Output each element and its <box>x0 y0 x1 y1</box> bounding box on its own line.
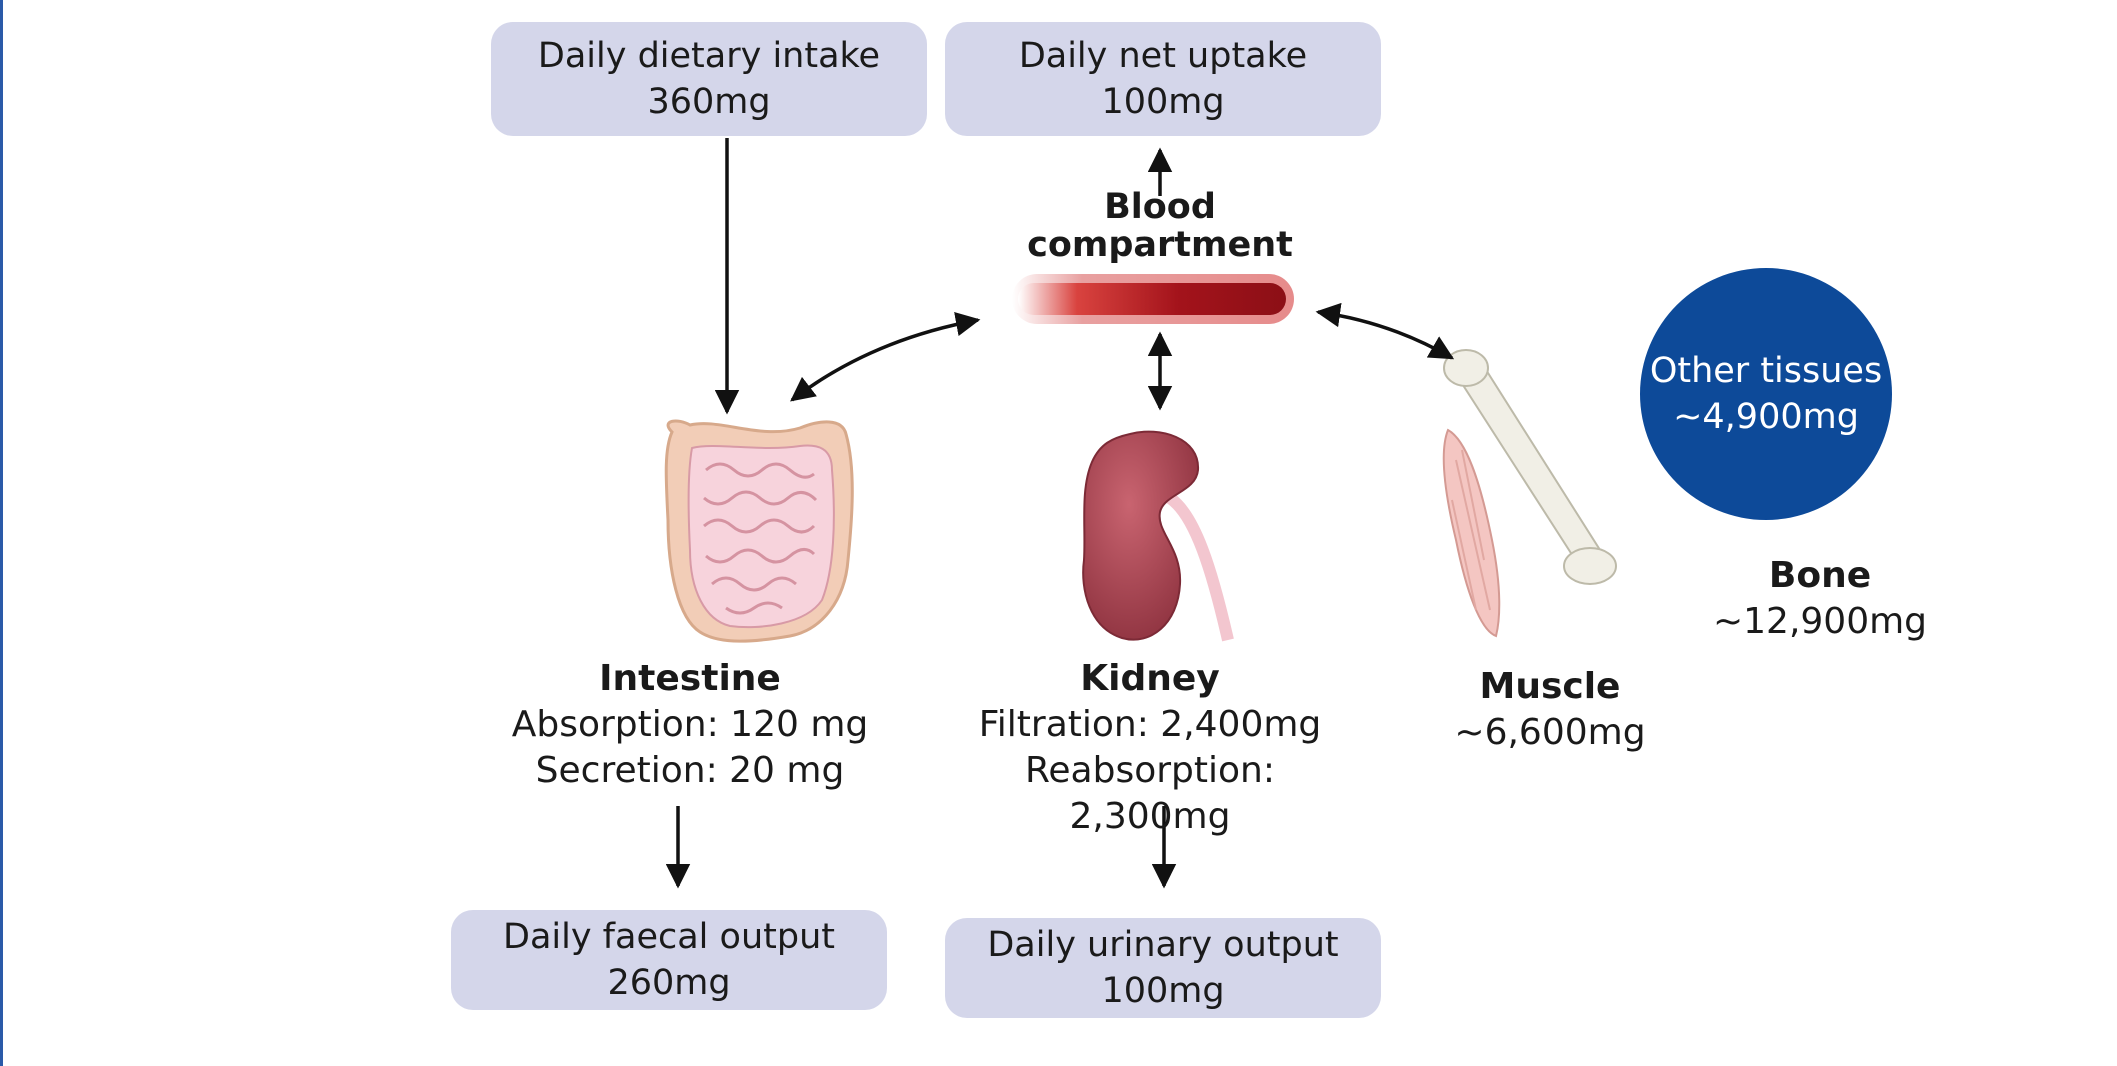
net-uptake-title: Daily net uptake <box>1018 36 1308 76</box>
net-uptake-value: 100mg <box>1101 82 1225 122</box>
other-tissues-title: Other tissues <box>1649 351 1883 391</box>
faecal-output-title: Daily faecal output <box>503 917 835 957</box>
muscle-name: Muscle <box>1479 666 1621 707</box>
arrow-blood-intestine <box>790 311 981 402</box>
urinary-output-title: Daily urinary output <box>987 925 1339 965</box>
arrow-blood-bone <box>1315 302 1455 360</box>
faecal-output-box: Daily faecal output 260mg <box>451 910 887 1010</box>
intestine-name: Intestine <box>599 658 781 699</box>
dietary-intake-title: Daily dietary intake <box>537 36 881 76</box>
kidney-illustration <box>1082 430 1234 642</box>
urinary-output-box: Daily urinary output 100mg <box>945 918 1381 1018</box>
bone-label: Bone ~12,900mg <box>1690 553 1950 645</box>
other-tissues-circle: Other tissues ~4,900mg <box>1640 268 1892 520</box>
blood-label-line1: Blood <box>1104 187 1216 227</box>
kidney-reabsorption: Reabsorption: 2,300mg <box>1025 750 1275 837</box>
intestine-label: Intestine Absorption: 120 mg Secretion: … <box>490 656 890 794</box>
intestine-absorption: Absorption: 120 mg <box>511 704 869 745</box>
muscle-illustration <box>1442 428 1501 638</box>
bone-illustration <box>1443 349 1617 585</box>
kidney-name: Kidney <box>1080 658 1220 699</box>
other-tissues-value: ~4,900mg <box>1673 397 1859 437</box>
net-uptake-box: Daily net uptake 100mg <box>945 22 1381 136</box>
dietary-intake-value: 360mg <box>647 82 771 122</box>
blood-label-line2: compartment <box>1027 225 1293 265</box>
kidney-filtration: Filtration: 2,400mg <box>978 704 1322 745</box>
dietary-intake-box: Daily dietary intake 360mg <box>491 22 927 136</box>
intestine-illustration <box>664 419 854 643</box>
muscle-value: ~6,600mg <box>1454 712 1646 753</box>
left-border-rule <box>0 0 3 1066</box>
bone-value: ~12,900mg <box>1712 601 1928 642</box>
blood-compartment-label: Blood compartment <box>1020 188 1300 264</box>
faecal-output-value: 260mg <box>607 963 731 1003</box>
intestine-secretion: Secretion: 20 mg <box>535 750 845 791</box>
blood-vessel-illustration <box>1012 274 1294 324</box>
urinary-output-value: 100mg <box>1101 971 1225 1011</box>
muscle-label: Muscle ~6,600mg <box>1410 664 1690 756</box>
kidney-label: Kidney Filtration: 2,400mg Reabsorption:… <box>940 656 1360 840</box>
bone-name: Bone <box>1768 555 1872 596</box>
